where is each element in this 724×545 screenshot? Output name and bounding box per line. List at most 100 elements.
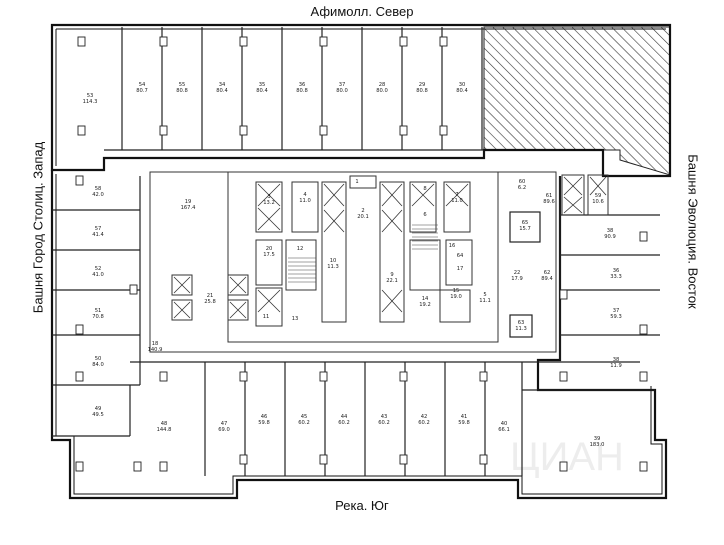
core: [171, 174, 609, 327]
room-r22-number: 22: [514, 270, 521, 276]
room-r35-number: 35: [259, 82, 266, 88]
room-r38-area: 90.9: [604, 234, 616, 240]
room-r1-number: 1: [355, 179, 358, 185]
room-r43-area: 60.2: [378, 420, 390, 426]
room-r19-number: 19: [185, 199, 192, 205]
room-r60-number: 60: [519, 179, 526, 185]
room-r46-number: 46: [261, 414, 268, 420]
room-r37-area: 80.0: [336, 88, 348, 94]
room-r57-area: 41.4: [92, 232, 104, 238]
room-r54-area: 80.7: [136, 88, 148, 94]
room-r64-number: 64: [457, 253, 464, 259]
room-r39-area: 183.0: [590, 442, 605, 448]
room-r21-number: 21: [207, 293, 214, 299]
room-r51-area: 70.8: [92, 314, 104, 320]
room-r63-number: 63: [518, 320, 525, 326]
room-r17-number: 17: [457, 266, 464, 272]
room-r2-number: 2: [361, 208, 364, 214]
room-r41-area: 59.8: [458, 420, 470, 426]
room-r10-area: 11.3: [327, 264, 339, 270]
elevator-shafts: [173, 176, 607, 319]
room-r10-number: 10: [330, 258, 337, 264]
room-53-area: 114.3: [83, 99, 98, 105]
room-r58-number: 58: [95, 186, 102, 192]
room-r44-number: 44: [341, 414, 348, 420]
room-r55-area: 80.8: [176, 88, 188, 94]
room-r37b-area: 59.3: [610, 314, 622, 320]
room-r43-number: 43: [381, 414, 388, 420]
room-r65-area: 15.7: [519, 226, 531, 232]
watermark: ЦИАН: [510, 435, 624, 479]
room-r28-area: 80.0: [376, 88, 388, 94]
stairs: [288, 224, 438, 283]
room-r42-number: 42: [421, 414, 428, 420]
room-r37-number: 37: [339, 82, 346, 88]
room-r4-area: 11.0: [299, 198, 311, 204]
room-r20-area: 17.5: [263, 252, 275, 258]
room-r49-number: 49: [95, 406, 102, 412]
room-r38b-area: 11.9: [610, 363, 622, 369]
room-r61-number: 61: [546, 193, 553, 199]
columns: [75, 36, 648, 472]
room-r52-number: 52: [95, 266, 102, 272]
room-r37b-number: 37: [613, 308, 620, 314]
room-r9-area: 22.1: [386, 278, 398, 284]
room-r18-number: 18: [152, 341, 159, 347]
room-r36-number: 36: [299, 82, 306, 88]
room-r4-number: 4: [303, 192, 307, 198]
room-r44-area: 60.2: [338, 420, 350, 426]
room-r48-area: 144.8: [157, 427, 172, 433]
room-r29-number: 29: [419, 82, 426, 88]
room-r40-number: 40: [501, 421, 508, 427]
room-r45-number: 45: [301, 414, 308, 420]
room-r13-number: 13: [292, 316, 299, 322]
room-r3-number: 3: [267, 194, 270, 200]
room-r11-number: 11: [263, 314, 270, 320]
room-r49-area: 49.5: [92, 412, 104, 418]
north-label: Афимолл. Север: [310, 4, 414, 19]
room-r58-area: 42.0: [92, 192, 104, 198]
room-r15-number: 15: [453, 288, 460, 294]
room-r52-area: 41.0: [92, 272, 104, 278]
room-r62-number: 62: [544, 270, 551, 276]
room-r57-number: 57: [95, 226, 102, 232]
room-r7-number: 7: [455, 192, 458, 198]
room-r38-number: 38: [607, 228, 614, 234]
room-r55-number: 55: [179, 82, 186, 88]
room-r15-area: 19.0: [450, 294, 462, 300]
room-r34-area: 80.4: [216, 88, 228, 94]
room-r51-number: 51: [95, 308, 102, 314]
room-r60-area: 6.2: [518, 185, 526, 191]
room-r54-number: 54: [139, 82, 146, 88]
room-r3-area: 13.2: [263, 200, 275, 206]
room-r65-number: 65: [522, 220, 529, 226]
room-r14-number: 14: [422, 296, 429, 302]
room-r47-number: 47: [221, 421, 228, 427]
room-r59-area: 10.6: [592, 199, 604, 205]
room-r50-area: 84.0: [92, 362, 104, 368]
room-r28-number: 28: [379, 82, 386, 88]
room-r48-number: 48: [161, 421, 168, 427]
room-r59-number: 59: [595, 193, 602, 199]
room-r42-area: 60.2: [418, 420, 430, 426]
room-r8-number: 8: [423, 186, 426, 192]
room-r14-area: 19.2: [419, 302, 431, 308]
room-r39-number: 39: [594, 436, 601, 442]
room-r6-number: 6: [423, 212, 426, 218]
room-r30-number: 30: [459, 82, 466, 88]
room-r5-number: 5: [483, 292, 486, 298]
room-r36b-number: 36: [613, 268, 620, 274]
room-r63-area: 11.3: [515, 326, 527, 332]
room-r36-area: 80.8: [296, 88, 308, 94]
room-r20-number: 20: [266, 246, 273, 252]
west-offices: [52, 176, 141, 437]
room-r34-number: 34: [219, 82, 226, 88]
room-r12-number: 12: [297, 246, 304, 252]
room-r7-area: 11.0: [451, 198, 463, 204]
room-r62-area: 89.4: [541, 276, 553, 282]
room-r29-area: 80.8: [416, 88, 428, 94]
room-r45-area: 60.2: [298, 420, 310, 426]
east-offices: [509, 176, 660, 360]
room-r2-area: 20.1: [357, 214, 369, 220]
